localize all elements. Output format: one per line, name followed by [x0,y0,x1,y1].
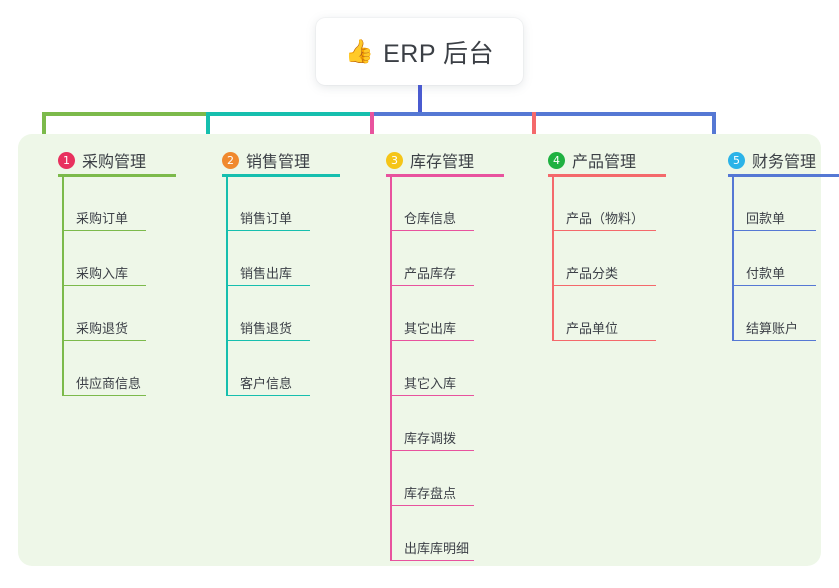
column-badge-2: 2 [222,151,239,169]
column-header-2[interactable]: 2 销售管理 [222,148,310,172]
leaf-item[interactable]: 供应商信息 [62,376,146,396]
leaf-item-label: 回款单 [746,211,786,226]
column-spine [62,177,64,395]
column-header-5[interactable]: 5 财务管理 [728,148,816,172]
leaf-item-label: 供应商信息 [76,376,142,391]
leaf-item[interactable]: 销售订单 [226,211,310,231]
column-header-rule [222,174,340,177]
leaf-item-label: 库存调拨 [404,431,457,446]
column-header-rule [548,174,666,177]
column-header-rule [58,174,176,177]
leaf-item[interactable]: 产品库存 [390,266,474,286]
mindmap-panel: 1 采购管理采购订单采购入库采购退货供应商信息 2 销售管理销售订单销售出库销售退货客… [18,134,839,566]
column-header-rule [386,174,504,177]
leaf-item-label: 销售订单 [240,211,293,226]
root-title: 👍 ERP 后台 [345,34,494,70]
column-header-rule [728,174,839,177]
leaf-item-label: 出库库明细 [404,541,470,556]
leaf-item[interactable]: 销售退货 [226,321,310,341]
column-header-4[interactable]: 4 产品管理 [548,148,636,172]
column-title-label: 产品管理 [572,154,637,171]
leaf-item[interactable]: 出库库明细 [390,541,474,561]
root-stem [418,85,422,116]
column-title-label: 库存管理 [410,154,475,171]
leaf-item-label: 采购退货 [76,321,129,336]
leaf-item[interactable]: 库存调拨 [390,431,474,451]
leaf-item-label: 采购订单 [76,211,129,226]
leaf-item[interactable]: 采购订单 [62,211,146,231]
leaf-item-label: 销售出库 [240,266,293,281]
column-title-label: 销售管理 [246,154,311,171]
bus-segment-3 [370,112,716,116]
leaf-item[interactable]: 产品分类 [552,266,656,286]
leaf-item-label: 销售退货 [240,321,293,336]
column-spine [732,177,734,340]
leaf-item[interactable]: 其它入库 [390,376,474,396]
column-title-label: 采购管理 [82,154,147,171]
leaf-item[interactable]: 结算账户 [732,321,816,341]
leaf-item[interactable]: 回款单 [732,211,816,231]
leaf-item[interactable]: 仓库信息 [390,211,474,231]
leaf-item-label: 采购入库 [76,266,129,281]
column-title-label: 财务管理 [752,154,817,171]
leaf-item[interactable]: 付款单 [732,266,816,286]
column-badge-4: 4 [548,151,565,169]
leaf-item-label: 付款单 [746,266,786,281]
bus-segment-1 [42,112,210,116]
root-title-label: ERP 后台 [383,39,495,68]
leaf-item-label: 库存盘点 [404,486,457,501]
column-spine [552,177,554,340]
column-spine [390,177,392,560]
root-title-card: 👍 ERP 后台 [316,18,523,85]
leaf-item-label: 仓库信息 [404,211,457,226]
column-badge-3: 3 [386,151,403,169]
leaf-item[interactable]: 其它出库 [390,321,474,341]
leaf-item[interactable]: 客户信息 [226,376,310,396]
column-spine [226,177,228,395]
leaf-item[interactable]: 采购入库 [62,266,146,286]
leaf-item-label: 产品库存 [404,266,457,281]
leaf-item[interactable]: 采购退货 [62,321,146,341]
column-header-1[interactable]: 1 采购管理 [58,148,146,172]
leaf-item[interactable]: 库存盘点 [390,486,474,506]
column-badge-5: 5 [728,151,745,169]
bus-segment-2 [206,112,374,116]
leaf-item-label: 结算账户 [746,321,799,336]
leaf-item-label: 其它出库 [404,321,457,336]
leaf-item-label: 产品（物料） [566,211,645,226]
leaf-item-label: 产品分类 [566,266,619,281]
column-badge-1: 1 [58,151,75,169]
leaf-item[interactable]: 产品单位 [552,321,656,341]
leaf-item[interactable]: 产品（物料） [552,211,656,231]
thumbs-up-icon: 👍 [344,38,375,64]
column-header-3[interactable]: 3 库存管理 [386,148,474,172]
leaf-item-label: 其它入库 [404,376,457,391]
leaf-item-label: 客户信息 [240,376,293,391]
leaf-item[interactable]: 销售出库 [226,266,310,286]
leaf-item-label: 产品单位 [566,321,619,336]
